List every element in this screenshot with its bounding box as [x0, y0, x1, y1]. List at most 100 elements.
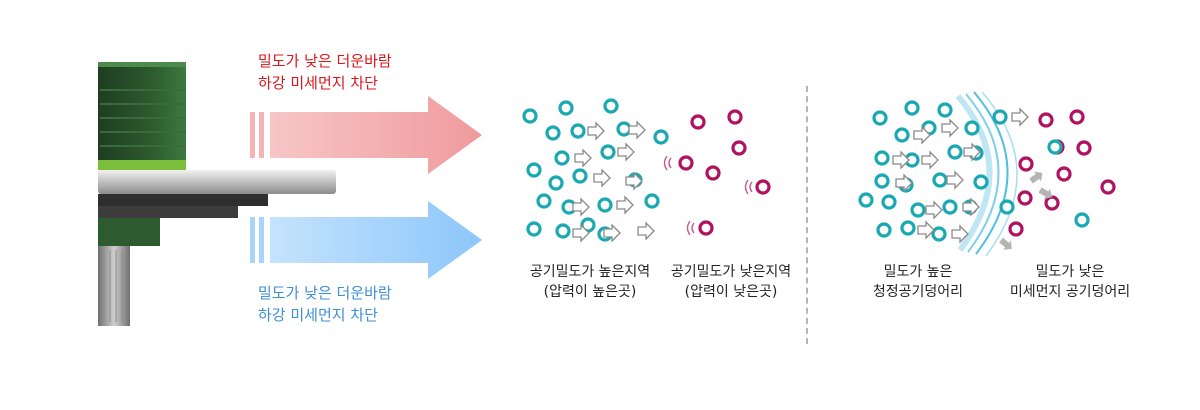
clean-air-particle	[600, 144, 616, 160]
clean-air-particle	[964, 120, 980, 136]
fine-dust-particle	[705, 165, 721, 181]
clean-air-particle	[603, 98, 619, 114]
clean-air-particle	[580, 217, 596, 233]
fine-dust-particle	[1017, 190, 1033, 206]
cool-air-label-line1: 밀도가 낮은 더운바람	[258, 284, 392, 302]
push-arrow-icon	[946, 170, 964, 190]
fine-dust-particle	[755, 179, 771, 195]
clean-air-particle	[570, 123, 586, 139]
clean-air-particle	[858, 192, 874, 208]
clean-air-particle	[572, 168, 588, 184]
fine-dust-particle	[1069, 109, 1085, 125]
cool-air-label-line2: 하강 미세먼지 차단	[258, 306, 378, 324]
deflect-arrow-icon	[1038, 187, 1053, 200]
hot-air-label-line2: 하강 미세먼지 차단	[258, 74, 378, 92]
push-arrow-icon	[895, 173, 913, 193]
clean-mass-caption: 밀도가 높은 청정공기덩어리	[858, 262, 978, 302]
low-density-caption: 공기밀도가 낮은지역 (압력이 낮은곳)	[666, 262, 796, 302]
clean-air-particle	[947, 144, 963, 160]
clean-air-particle	[1047, 139, 1063, 155]
push-arrow-icon	[603, 223, 621, 243]
fine-dust-particle	[1038, 112, 1054, 128]
vibration-mark	[744, 179, 753, 195]
clean-air-particle	[558, 100, 574, 116]
push-arrow-icon	[892, 150, 910, 170]
fine-dust-particle	[678, 155, 694, 171]
clean-air-particle	[526, 221, 542, 237]
fine-dust-particle	[1056, 166, 1072, 182]
push-arrow-icon	[951, 224, 969, 244]
clean-mass-caption-line2: 청정공기덩어리	[872, 284, 964, 300]
section-divider	[806, 86, 808, 344]
push-arrow-icon	[921, 150, 939, 170]
push-arrow-icon	[625, 171, 643, 191]
push-arrow-icon	[1011, 107, 1029, 127]
push-arrow-icon	[587, 121, 605, 141]
vibration-mark	[686, 220, 695, 236]
clean-air-particle	[616, 121, 632, 137]
clean-air-particle	[931, 226, 947, 242]
push-arrow-icon	[574, 148, 592, 168]
cool-air-arrow	[250, 201, 482, 279]
clean-air-particle	[942, 199, 958, 215]
push-arrow-icon	[962, 197, 980, 217]
clean-air-particle	[992, 109, 1008, 125]
deflect-arrow-icon	[999, 237, 1012, 250]
push-arrow-icon	[593, 168, 611, 188]
clean-air-particle	[900, 220, 916, 236]
clean-air-particle	[872, 110, 888, 126]
push-arrow-icon	[963, 142, 981, 162]
clean-air-particle	[876, 222, 892, 238]
low-density-caption-line1: 공기밀도가 낮은지역	[670, 264, 792, 280]
clean-air-particle	[522, 108, 538, 124]
fine-dust-particle	[1008, 221, 1024, 237]
push-arrow-icon	[941, 118, 959, 138]
clean-air-particle	[644, 193, 660, 209]
fine-dust-particle	[1076, 140, 1092, 156]
clean-air-particle	[597, 197, 613, 213]
vibration-mark	[663, 155, 672, 171]
push-arrow-icon	[616, 195, 634, 215]
hot-air-label-line1: 밀도가 낮은 더운바람	[258, 52, 392, 70]
high-density-caption: 공기밀도가 높은지역 (압력이 높은곳)	[525, 262, 655, 302]
push-arrow-icon	[637, 221, 655, 241]
low-density-caption-line2: (압력이 낮은곳)	[684, 284, 778, 300]
fine-dust-particle	[731, 140, 747, 156]
clean-air-particle	[904, 100, 920, 116]
fine-dust-particle	[727, 109, 743, 125]
clean-air-particle	[937, 102, 953, 118]
fine-dust-particle	[1044, 195, 1060, 211]
clean-air-particle	[526, 162, 542, 178]
fine-dust-particle	[698, 220, 714, 236]
push-arrow-icon	[572, 197, 590, 217]
air-purifier-device	[98, 62, 336, 326]
fine-dust-particle	[1018, 156, 1034, 172]
clean-air-particle	[555, 223, 571, 239]
clean-air-particle	[973, 174, 989, 190]
dust-mass-caption: 밀도가 낮은 미세먼지 공기덩어리	[1000, 262, 1140, 302]
clean-air-particle	[874, 173, 890, 189]
air-curtain-arc	[955, 91, 1018, 257]
high-density-caption-line1: 공기밀도가 높은지역	[529, 264, 651, 280]
high-density-caption-line2: (압력이 높은곳)	[543, 284, 637, 300]
dust-mass-caption-line2: 미세먼지 공기덩어리	[1009, 284, 1131, 300]
clean-air-particle	[874, 150, 890, 166]
push-arrow-icon	[617, 142, 635, 162]
hot-air-arrow	[250, 96, 482, 174]
clean-air-particle	[932, 172, 948, 188]
push-arrow-icon	[628, 120, 646, 140]
dust-mass-caption-line1: 밀도가 낮은	[1035, 264, 1105, 280]
clean-air-particle	[545, 125, 561, 141]
deflect-arrow-icon	[1029, 171, 1043, 184]
clean-air-particle	[554, 150, 570, 166]
clean-air-particle	[999, 199, 1015, 215]
hot-air-label: 밀도가 낮은 더운바람 하강 미세먼지 차단	[258, 50, 392, 94]
fine-dust-particle	[1100, 179, 1116, 195]
clean-air-particle	[1074, 212, 1090, 228]
push-arrow-icon	[913, 125, 931, 145]
clean-air-particle	[548, 175, 564, 191]
clean-air-particle	[910, 202, 926, 218]
clean-air-particle	[653, 129, 669, 145]
fine-dust-particle	[690, 114, 706, 130]
